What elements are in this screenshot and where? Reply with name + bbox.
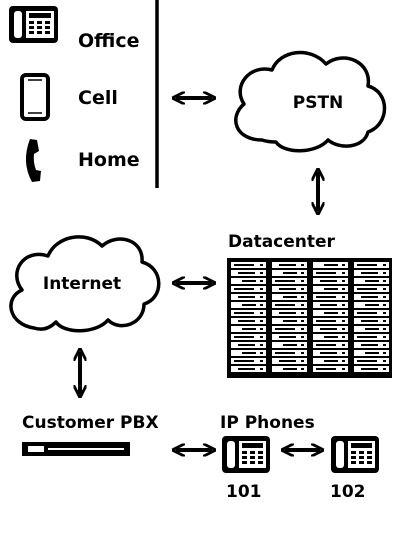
cell-phone-icon — [20, 73, 50, 121]
customer-pbx-label: Customer PBX — [22, 413, 159, 433]
ip-phone-icon-102 — [331, 436, 379, 473]
home-phone-handset-icon — [25, 139, 41, 182]
device-label-home: Home — [78, 149, 140, 171]
pbx-appliance-icon — [22, 442, 130, 456]
datacenter-label: Datacenter — [228, 232, 336, 252]
device-label-cell: Cell — [78, 87, 118, 109]
ip-phone-icon-101 — [222, 436, 270, 473]
internet-label: Internet — [43, 274, 121, 294]
extension-102: 102 — [330, 482, 366, 502]
pstn-label: PSTN — [293, 93, 344, 113]
internet-cloud — [9, 235, 161, 333]
ip-phones-label: IP Phones — [220, 413, 315, 433]
server-rack-icon — [227, 258, 392, 378]
extension-101: 101 — [226, 482, 262, 502]
pstn-cloud — [234, 50, 387, 153]
office-phone-icon — [9, 6, 58, 43]
device-label-office: Office — [78, 30, 140, 52]
